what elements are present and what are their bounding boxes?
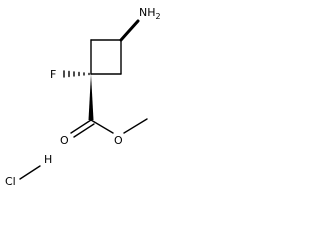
carbonyl-double-bond-1 bbox=[70, 119, 92, 134]
fluorine-label: F bbox=[50, 68, 56, 81]
ester-oxygen-label: O bbox=[114, 134, 123, 147]
amine-subscript: 2 bbox=[156, 12, 161, 21]
methyl-bond bbox=[123, 118, 148, 134]
ester-bond bbox=[90, 119, 114, 134]
carbonyl-double-bond-2 bbox=[73, 123, 95, 138]
ester-wedge-bond bbox=[88, 74, 94, 120]
carbonyl-oxygen-label: O bbox=[60, 134, 69, 147]
amine-label: NH2 bbox=[139, 6, 161, 21]
chlorine-label: Cl bbox=[5, 175, 16, 188]
hcl-bond bbox=[19, 165, 41, 180]
chemical-structure-diagram: NH2 F O O Cl H bbox=[5, 6, 161, 188]
fluorine-hashed-bond bbox=[63, 70, 90, 78]
amine-nh-text: NH bbox=[139, 6, 156, 19]
hydrogen-label: H bbox=[44, 153, 52, 166]
amine-bond bbox=[119, 19, 140, 42]
